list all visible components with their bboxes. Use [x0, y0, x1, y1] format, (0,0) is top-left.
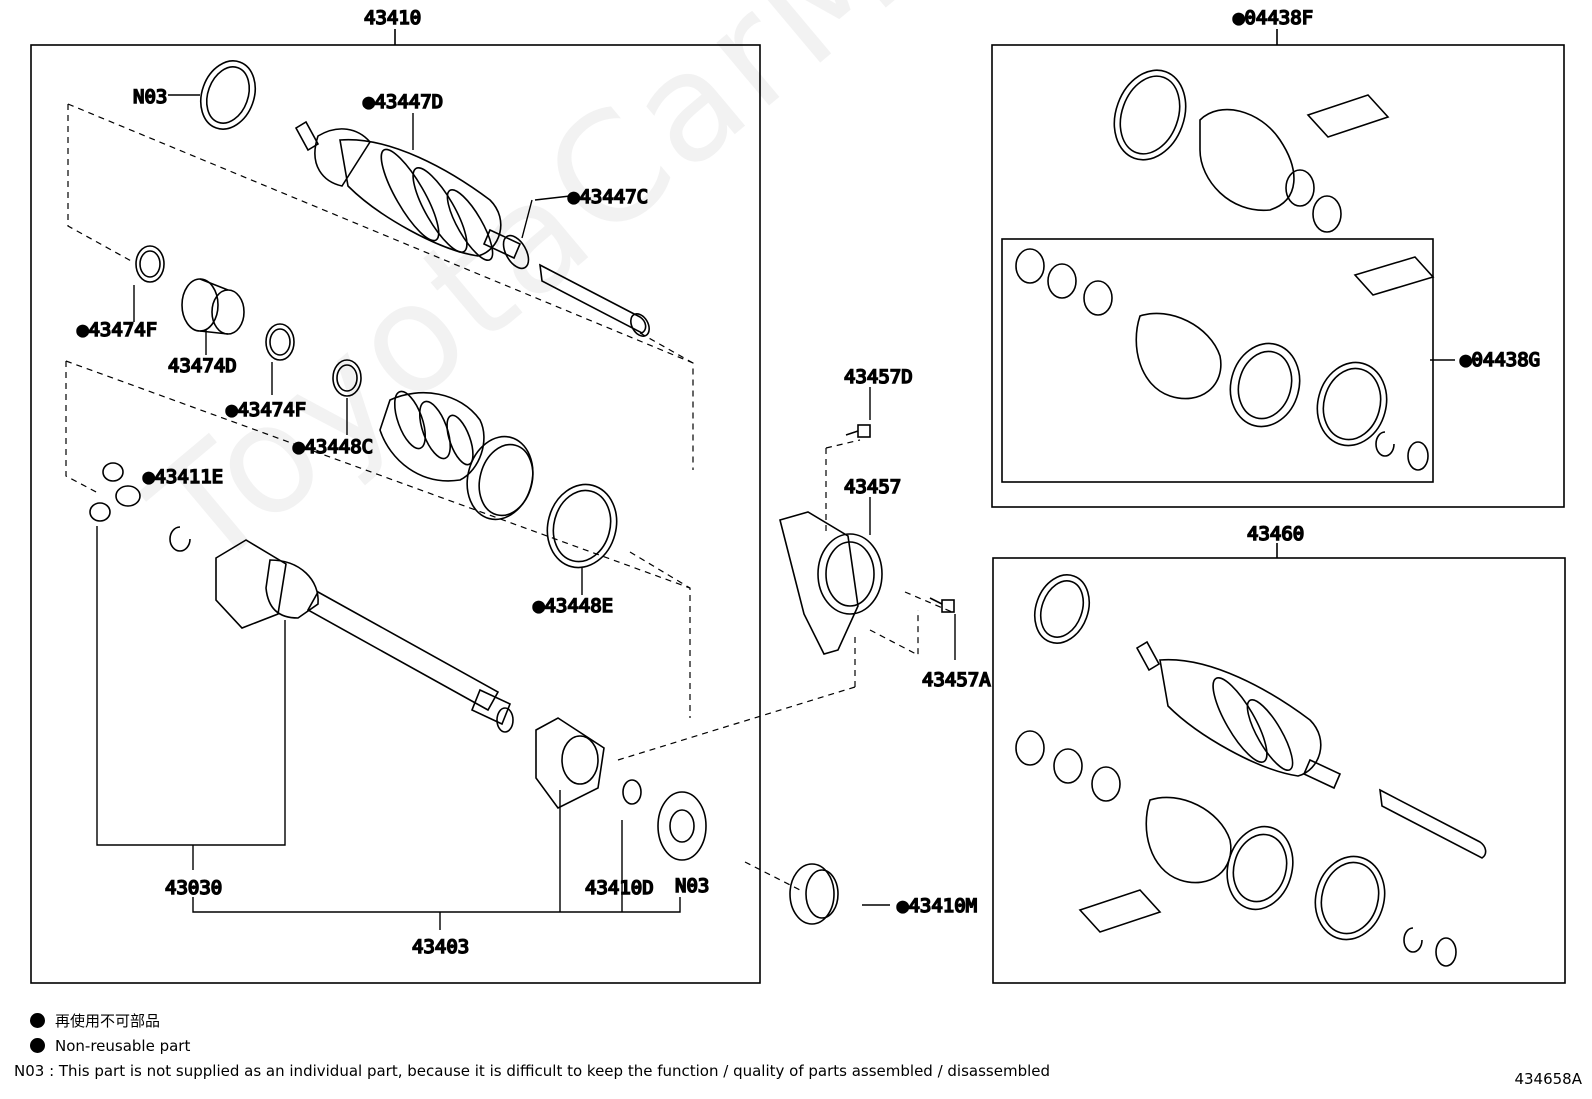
label-43457a: 43457A	[922, 669, 991, 691]
bullet-icon	[30, 1038, 45, 1053]
label-43403: 43403	[412, 936, 469, 958]
label-43460: 43460	[1247, 523, 1304, 545]
frame-04438G	[1001, 238, 1434, 483]
label-43474f-b: ●43474F	[226, 399, 306, 421]
label-n03-bottom: N03	[675, 875, 709, 897]
boot-clamps	[135, 245, 362, 397]
inboard-boot	[379, 390, 618, 569]
label-43474f-a: ●43474F	[77, 319, 157, 341]
label-43411e: ●43411E	[143, 466, 223, 488]
label-43410d: 43410D	[585, 877, 654, 899]
label-04438F: ●04438F	[1233, 7, 1313, 29]
legend-en: Non-reusable part	[30, 1037, 190, 1055]
label-43447c: ●43447C	[568, 186, 648, 208]
label-43410m: ●43410M	[897, 895, 977, 917]
kit-04438f-parts	[1015, 69, 1435, 471]
label-n03-top: N03	[133, 86, 167, 108]
frame-43410	[30, 44, 761, 984]
outer-cv-joint	[294, 120, 650, 337]
center-bearing-bracket	[779, 424, 955, 655]
label-43457d: 43457D	[844, 366, 913, 388]
assembly-43460-parts	[1015, 574, 1487, 967]
label-43410: 43410	[364, 7, 421, 29]
diagram-id: 434658A	[1514, 1070, 1582, 1088]
legend-jp: 再使用不可部品	[30, 1012, 160, 1030]
bearing-housing	[535, 717, 839, 925]
label-43448e: ●43448E	[533, 595, 613, 617]
bullet-icon	[30, 1013, 45, 1028]
inboard-shaft	[215, 539, 514, 733]
label-43457: 43457	[844, 476, 901, 498]
label-43447d: ●43447D	[363, 91, 443, 113]
frame-04438F	[991, 44, 1565, 508]
seal-ring-n03	[199, 60, 257, 130]
label-04438g: ●04438G	[1460, 349, 1540, 371]
n03-note: N03 : This part is not supplied as an in…	[14, 1062, 1051, 1080]
label-43474d: 43474D	[168, 355, 237, 377]
label-43030: 43030	[165, 877, 222, 899]
tripod-joint	[89, 462, 191, 552]
frame-43460	[992, 557, 1566, 984]
label-43448c: ●43448C	[293, 436, 373, 458]
